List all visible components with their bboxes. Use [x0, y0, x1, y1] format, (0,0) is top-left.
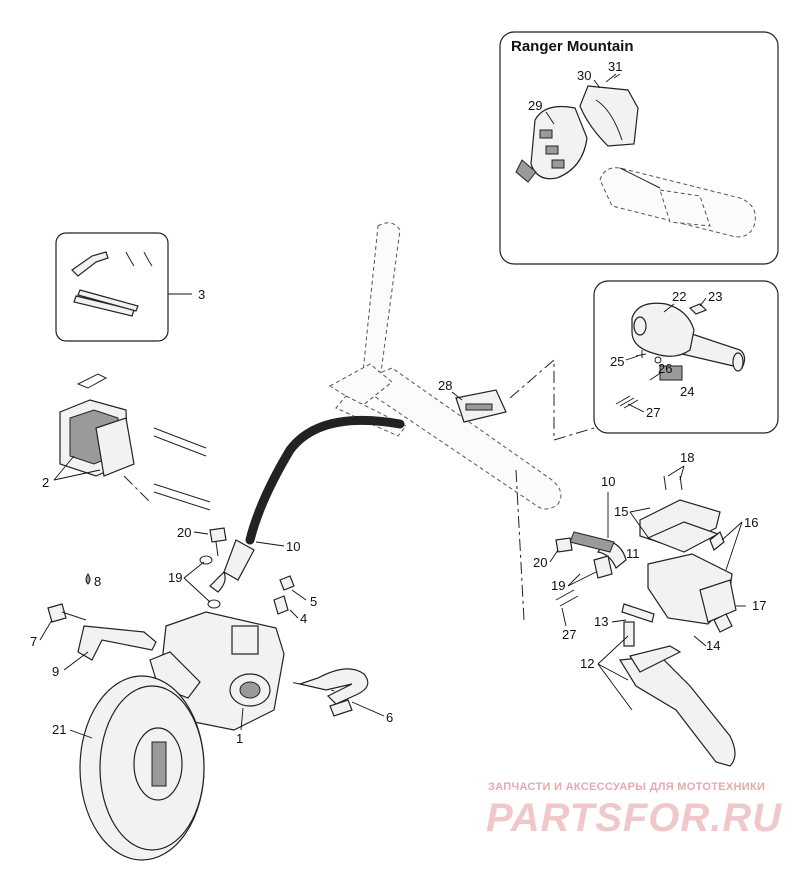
pad-hardware-kit	[55, 232, 169, 342]
callout-18: 18	[680, 450, 694, 465]
callout-1: 1	[236, 731, 243, 746]
callout-26: 26	[658, 361, 672, 376]
inset-title: Ranger Mountain	[511, 38, 634, 55]
callout-12: 12	[580, 656, 594, 671]
callout-10-right: 10	[601, 474, 615, 489]
callout-3: 3	[198, 287, 205, 302]
brake-hose	[209, 415, 405, 593]
callout-25: 25	[610, 354, 624, 369]
callout-31: 31	[608, 59, 622, 74]
callout-6: 6	[386, 710, 393, 725]
callout-5: 5	[310, 594, 317, 609]
callout-22: 22	[672, 289, 686, 304]
callout-30: 30	[577, 68, 591, 83]
callout-13: 13	[594, 614, 608, 629]
brake-caliper	[47, 603, 285, 731]
callout-27-main: 27	[562, 627, 576, 642]
callout-10-left: 10	[286, 539, 300, 554]
callout-2: 2	[42, 475, 49, 490]
callout-23: 23	[708, 289, 722, 304]
callout-15: 15	[614, 504, 628, 519]
watermark-logo: PARTSFOR.RU	[486, 796, 783, 840]
callout-4: 4	[300, 611, 307, 626]
callout-19-right: 19	[551, 578, 565, 593]
callout-16: 16	[744, 515, 758, 530]
inset-ranger-mountain: Ranger Mountain	[499, 31, 779, 265]
callout-labels: 1 2 3 4 5 6 7 8 9 10 10 11 12 13 14 15 1…	[30, 59, 766, 746]
connector-28	[455, 389, 507, 423]
callout-21: 21	[52, 722, 66, 737]
brake-pads	[59, 373, 211, 511]
callout-20-left: 20	[177, 525, 191, 540]
callout-8: 8	[94, 574, 101, 589]
callout-11: 11	[626, 546, 640, 561]
callout-24: 24	[680, 384, 694, 399]
callout-27-inset: 27	[646, 405, 660, 420]
callout-7: 7	[30, 634, 37, 649]
brake-lever	[618, 621, 736, 767]
callout-28: 28	[438, 378, 452, 393]
callout-17: 17	[752, 598, 766, 613]
handlebar-ghost	[329, 222, 562, 510]
master-cylinder	[555, 499, 737, 625]
callout-14: 14	[706, 638, 720, 653]
brake-disc	[79, 675, 205, 861]
watermark-tagline: ЗАПЧАСТИ И АКСЕССУАРЫ ДЛЯ МОТОТЕХНИКИ	[488, 781, 766, 793]
callout-9: 9	[52, 664, 59, 679]
inset-throttle-switch	[593, 280, 779, 434]
callout-19-left: 19	[168, 570, 182, 585]
callout-20-right: 20	[533, 555, 547, 570]
callout-29: 29	[528, 98, 542, 113]
